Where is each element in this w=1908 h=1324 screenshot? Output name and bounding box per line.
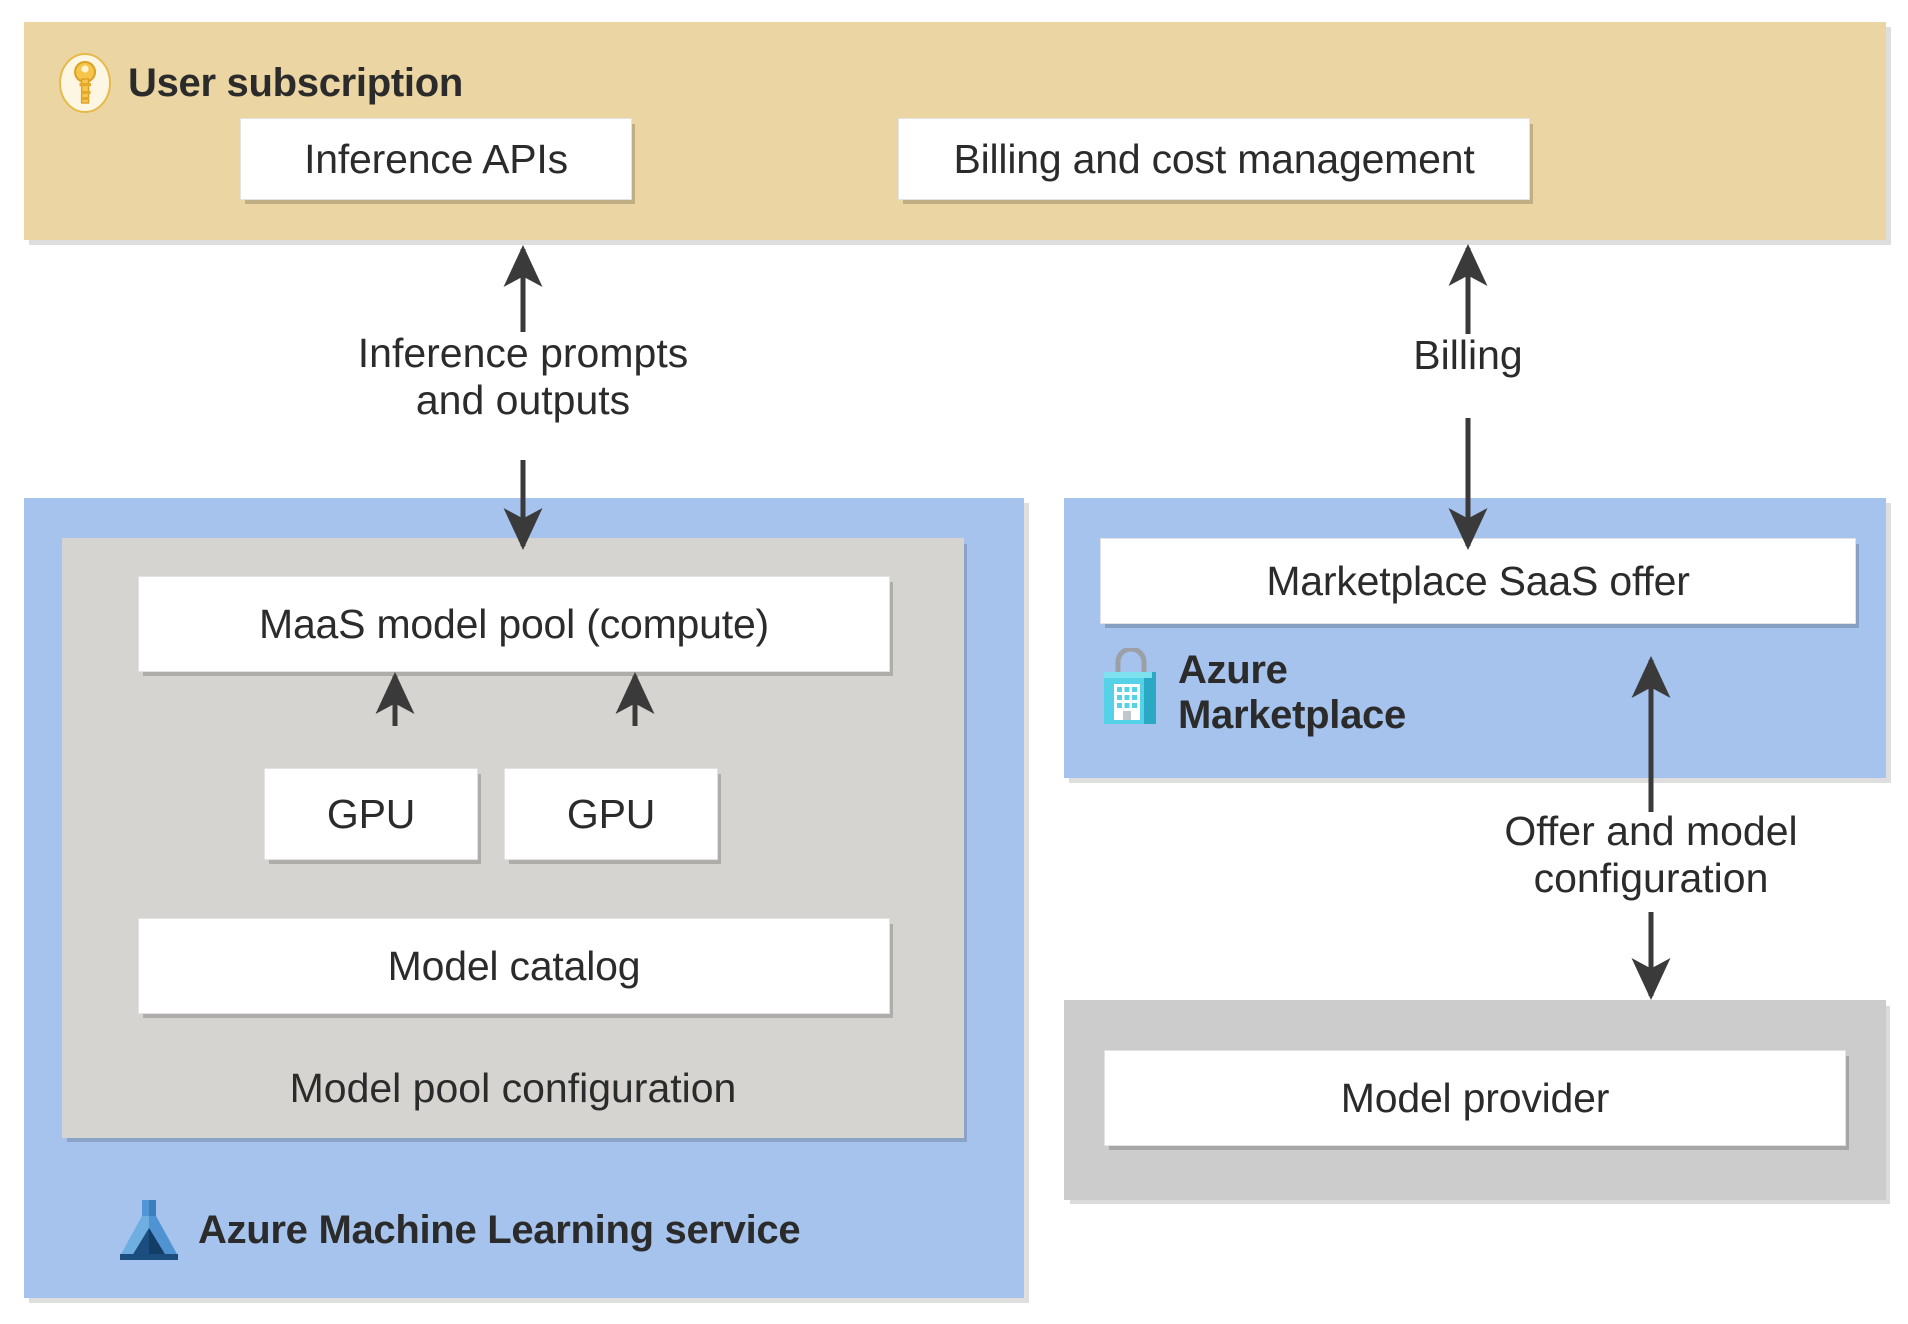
azure-marketplace-label-line2: Marketplace (1178, 692, 1406, 737)
model-provider-region: Model provider (1064, 1000, 1886, 1200)
azure-marketplace-region: Marketplace SaaS offer (1064, 498, 1886, 778)
inference-apis-box[interactable]: Inference APIs (240, 118, 632, 200)
azure-marketplace-label-line1: Azure (1178, 648, 1288, 692)
marketplace-saas-offer-box[interactable]: Marketplace SaaS offer (1100, 538, 1856, 624)
marketplace-saas-offer-label: Marketplace SaaS offer (1266, 557, 1690, 604)
user-subscription-region: User subscription Inference APIs Billing… (24, 22, 1886, 240)
shopping-bag-icon (1100, 648, 1162, 726)
azure-machine-learning-region: MaaS model pool (compute) GPU GPU Model … (24, 498, 1024, 1298)
maas-model-pool-box[interactable]: MaaS model pool (compute) (138, 576, 890, 672)
gpu-2-label: GPU (566, 790, 656, 837)
model-catalog-label: Model catalog (387, 942, 641, 989)
inference-apis-label: Inference APIs (304, 135, 568, 182)
azure-machine-learning-footer: Azure Machine Learning service (118, 1198, 801, 1262)
offer-and-model-configuration-label: Offer and model configuration (1504, 808, 1798, 902)
azure-marketplace-footer: Azure Marketplace (1100, 648, 1406, 738)
azure-marketplace-label: Azure Marketplace (1178, 648, 1406, 738)
model-pool-configuration-label: Model pool configuration (289, 1065, 737, 1111)
gpu-1-box[interactable]: GPU (264, 768, 478, 860)
model-provider-box[interactable]: Model provider (1104, 1050, 1846, 1146)
model-pool-configuration-region: MaaS model pool (compute) GPU GPU Model … (62, 538, 964, 1138)
inference-prompts-and-outputs-label: Inference prompts and outputs (357, 330, 689, 424)
model-catalog-box[interactable]: Model catalog (138, 918, 890, 1014)
billing-label: Billing (1413, 332, 1523, 378)
key-icon (58, 52, 112, 114)
user-subscription-label: User subscription (128, 61, 463, 105)
model-provider-label: Model provider (1340, 1074, 1610, 1121)
maas-model-pool-label: MaaS model pool (compute) (258, 600, 770, 647)
gpu-1-label: GPU (326, 790, 416, 837)
azure-machine-learning-flask-icon (118, 1198, 180, 1262)
azure-machine-learning-label: Azure Machine Learning service (198, 1208, 801, 1252)
user-subscription-header: User subscription (58, 52, 463, 114)
billing-and-cost-management-label: Billing and cost management (953, 135, 1475, 182)
billing-and-cost-management-box[interactable]: Billing and cost management (898, 118, 1530, 200)
gpu-2-box[interactable]: GPU (504, 768, 718, 860)
